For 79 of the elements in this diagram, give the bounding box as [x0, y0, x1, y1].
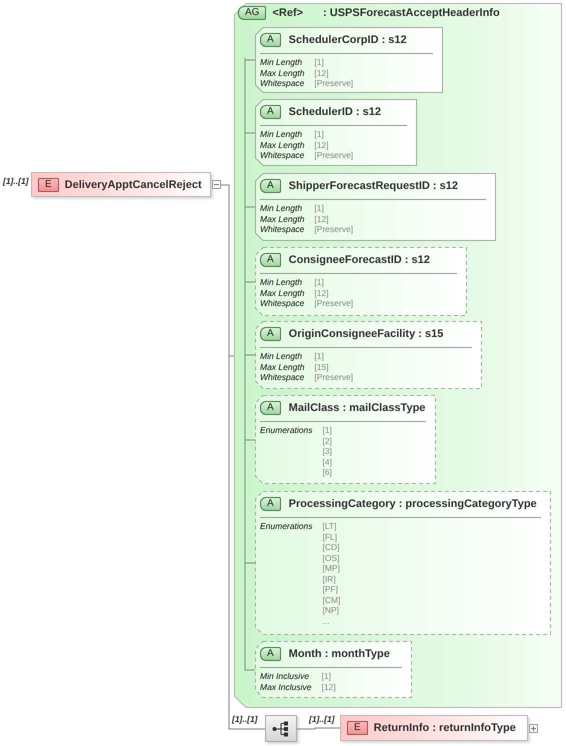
attribute-box — [255, 491, 551, 635]
cardinality-label: [1]..[1] — [309, 714, 334, 724]
attribute-box — [255, 173, 496, 241]
attribute-group-box — [234, 3, 562, 708]
facet-value: [LT] [FL] [CD] [OS] [MP] [IR] [PF] [CM] [NP] ... — [322, 521, 340, 626]
attribute-name: ShipperForecastRequestID : s12 — [288, 180, 458, 192]
connector-line — [244, 58, 256, 670]
attribute-box — [255, 247, 467, 316]
facet-value: [1] — [322, 671, 332, 682]
facet-value: [1] — [314, 203, 325, 214]
cardinality-label: [1]..[1] — [232, 714, 258, 724]
facet-label: Whitespace — [260, 78, 304, 88]
facet-label: Whitespace — [260, 372, 304, 382]
facet-value: [Preserve] — [314, 372, 354, 382]
attribute-badge: A — [260, 253, 281, 267]
facet-value: [12] — [314, 288, 330, 298]
ref-label: <Ref> — [272, 7, 304, 19]
attribute-badge: A — [260, 105, 281, 119]
element-box — [31, 172, 211, 197]
facet-label: Min Length — [260, 129, 304, 140]
sequence-box — [265, 715, 297, 742]
attribute-name: Month : monthType — [288, 648, 390, 660]
facet-value: [Preserve] — [314, 298, 354, 308]
attribute-box — [255, 395, 436, 484]
attribute-badge: A — [260, 179, 281, 193]
attribute-badge: A — [260, 327, 281, 341]
facet-label: Enumerations — [260, 425, 312, 437]
facet-value: [12] — [314, 68, 330, 78]
attribute-badge: A — [260, 497, 281, 511]
facet-label: Whitespace — [260, 150, 304, 160]
attribute-box — [255, 99, 417, 166]
attribute-name: OriginConsigneeFacility : s15 — [288, 328, 444, 340]
connector-line — [244, 58, 256, 60]
facet-label: Max Length — [260, 140, 304, 150]
attribute-name: MailClass : mailClassType — [288, 402, 426, 414]
facet-value: [Preserve] — [314, 150, 354, 160]
attribute-name: SchedulerID : s12 — [288, 106, 381, 118]
attribute-name: ProcessingCategory : processingCategoryType — [288, 498, 537, 510]
facet-label: Min Length — [260, 277, 304, 288]
facet-label: Min Length — [260, 203, 304, 214]
facet-label: Max Length — [260, 68, 304, 78]
facet-value: [Preserve] — [314, 78, 354, 88]
facet-label: Min Length — [260, 57, 304, 68]
group-badge: AG — [238, 6, 266, 20]
facet-value: [15] — [314, 362, 330, 372]
element-badge: E — [38, 178, 59, 192]
attribute-badge: A — [260, 33, 281, 47]
element-name: DeliveryApptCancelReject — [64, 178, 202, 190]
facet-value: [1] — [314, 351, 325, 362]
element-badge: E — [347, 721, 368, 735]
facet-label: Max Length — [260, 288, 304, 298]
facet-label: Whitespace — [260, 298, 304, 308]
facet-value: [12] — [322, 682, 337, 692]
attribute-box — [255, 27, 443, 93]
cardinality-label: [1]..[1] — [3, 176, 28, 186]
facet-label: Max Length — [260, 214, 304, 224]
attribute-badge: A — [260, 401, 281, 415]
facet-value: [12] — [314, 140, 330, 150]
attribute-name: SchedulerCorpID : s12 — [288, 34, 407, 46]
facet-value: [1] — [314, 57, 325, 68]
attribute-badge: A — [260, 647, 281, 661]
element-name: ReturnInfo : returnInfoType — [374, 722, 516, 734]
facet-value: [1] — [314, 129, 325, 140]
facet-label: Min Inclusive — [260, 671, 310, 682]
facet-value: [1] — [314, 277, 325, 288]
facet-value: [12] — [314, 214, 330, 224]
attribute-box — [255, 321, 482, 389]
facet-value: [Preserve] — [314, 224, 354, 234]
facet-label: Max Inclusive — [260, 682, 312, 692]
element-box — [340, 715, 528, 741]
facet-label: Whitespace — [260, 224, 304, 234]
facet-label: Min Length — [260, 351, 304, 362]
connector-line — [296, 728, 340, 730]
facet-value: [1] [2] [3] [4] [6] — [322, 425, 332, 478]
attribute-box — [255, 641, 412, 698]
attribute-name: ConsigneeForecastID : s12 — [288, 254, 430, 266]
facet-label: Max Length — [260, 362, 304, 372]
facet-label: Enumerations — [260, 521, 312, 533]
group-name: : USPSForecastAcceptHeaderInfo — [323, 7, 500, 19]
